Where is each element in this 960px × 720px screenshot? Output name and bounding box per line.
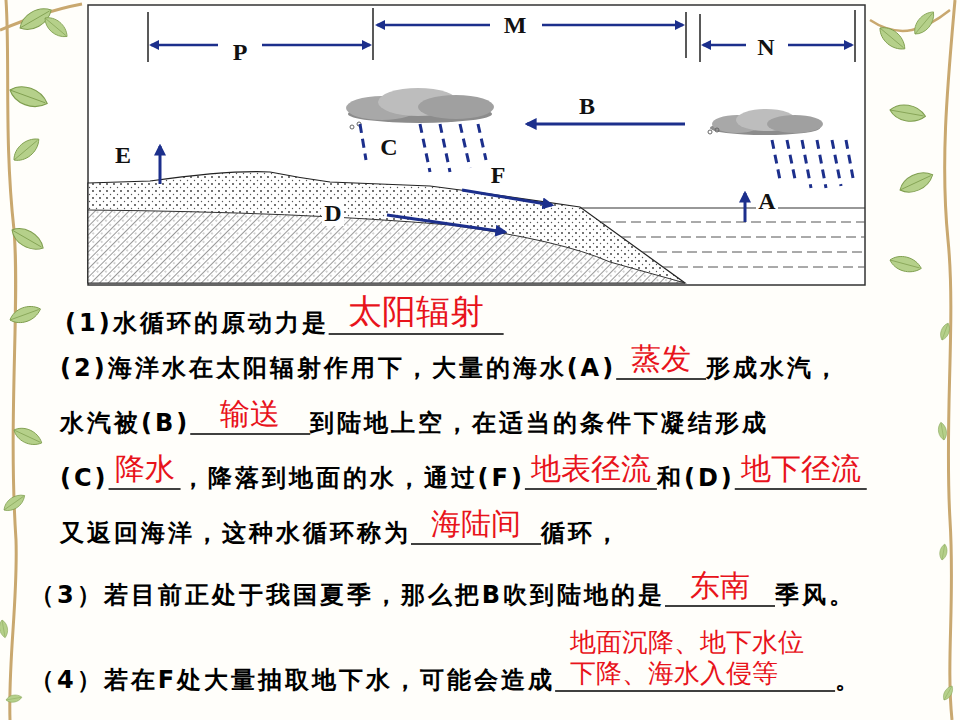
answer-blank (616, 378, 706, 380)
answer-text: 太阳辐射 (348, 291, 484, 332)
answer-text: 输送 (220, 396, 280, 432)
groundwater-layer (88, 210, 685, 283)
part-letter: C (378, 134, 399, 160)
question-text: （3）若目前正处于我国夏季，那么把B吹到陆地的是 (30, 580, 665, 610)
question-text: 。 (835, 665, 862, 695)
answer-text: 地下径流 (741, 451, 861, 487)
answer-text: 东南 (690, 568, 750, 604)
land (88, 172, 685, 283)
rain (360, 124, 853, 188)
answer-blanks (109, 334, 867, 691)
answer-text: 蒸发 (631, 341, 691, 377)
answer-text: 地表径流 (531, 451, 651, 487)
question-text: (1)水循环的原动力是 (65, 308, 329, 338)
question-text: (C) (60, 463, 109, 493)
question-text: (2)海洋水在太阳辐射作用下，大量的海水(A) (60, 353, 616, 383)
answer-blank (190, 433, 310, 435)
answer-text: 地面沉降、地下水位 下降、海水入侵等 (570, 627, 820, 689)
part-letter: D (322, 200, 343, 226)
part-letter: B (577, 93, 597, 119)
answer-blank (329, 333, 504, 335)
answer-blank (735, 488, 867, 490)
answer-blank (665, 605, 775, 607)
question-text: 又返回海洋，这种水循环称为 (60, 518, 411, 548)
part-letter: M (502, 12, 529, 38)
process-arrows (160, 124, 745, 232)
answer-blank (109, 488, 181, 490)
rain-cloud (346, 88, 494, 129)
answer-blank (411, 543, 541, 545)
answer-blank (555, 690, 835, 692)
question-text: ，降落到地面的水，通过(F) (181, 463, 525, 493)
region-ticks (148, 8, 855, 62)
diagram-frame (88, 5, 865, 285)
question-text: 季风。 (775, 580, 856, 610)
question-text: （4）若在F处大量抽取地下水，可能会造成 (30, 665, 555, 695)
part-letter: F (489, 162, 508, 188)
question-text: 形成水汽， (706, 353, 841, 383)
question-text: 和(D) (657, 463, 735, 493)
part-letter: P (231, 39, 250, 65)
question-text: 水汽被(B) (60, 408, 190, 438)
rain-cloud (708, 109, 823, 135)
answer-text: 海陆间 (431, 506, 521, 542)
sea (580, 208, 865, 267)
part-letter: N (755, 34, 776, 60)
question-text: 到陆地上空，在适当的条件下凝结形成 (310, 408, 769, 438)
question-text: 循环， (541, 518, 622, 548)
answer-blank (525, 488, 657, 490)
part-letter: E (113, 142, 133, 168)
answer-text: 降水 (115, 451, 175, 487)
part-letter: A (756, 188, 777, 214)
